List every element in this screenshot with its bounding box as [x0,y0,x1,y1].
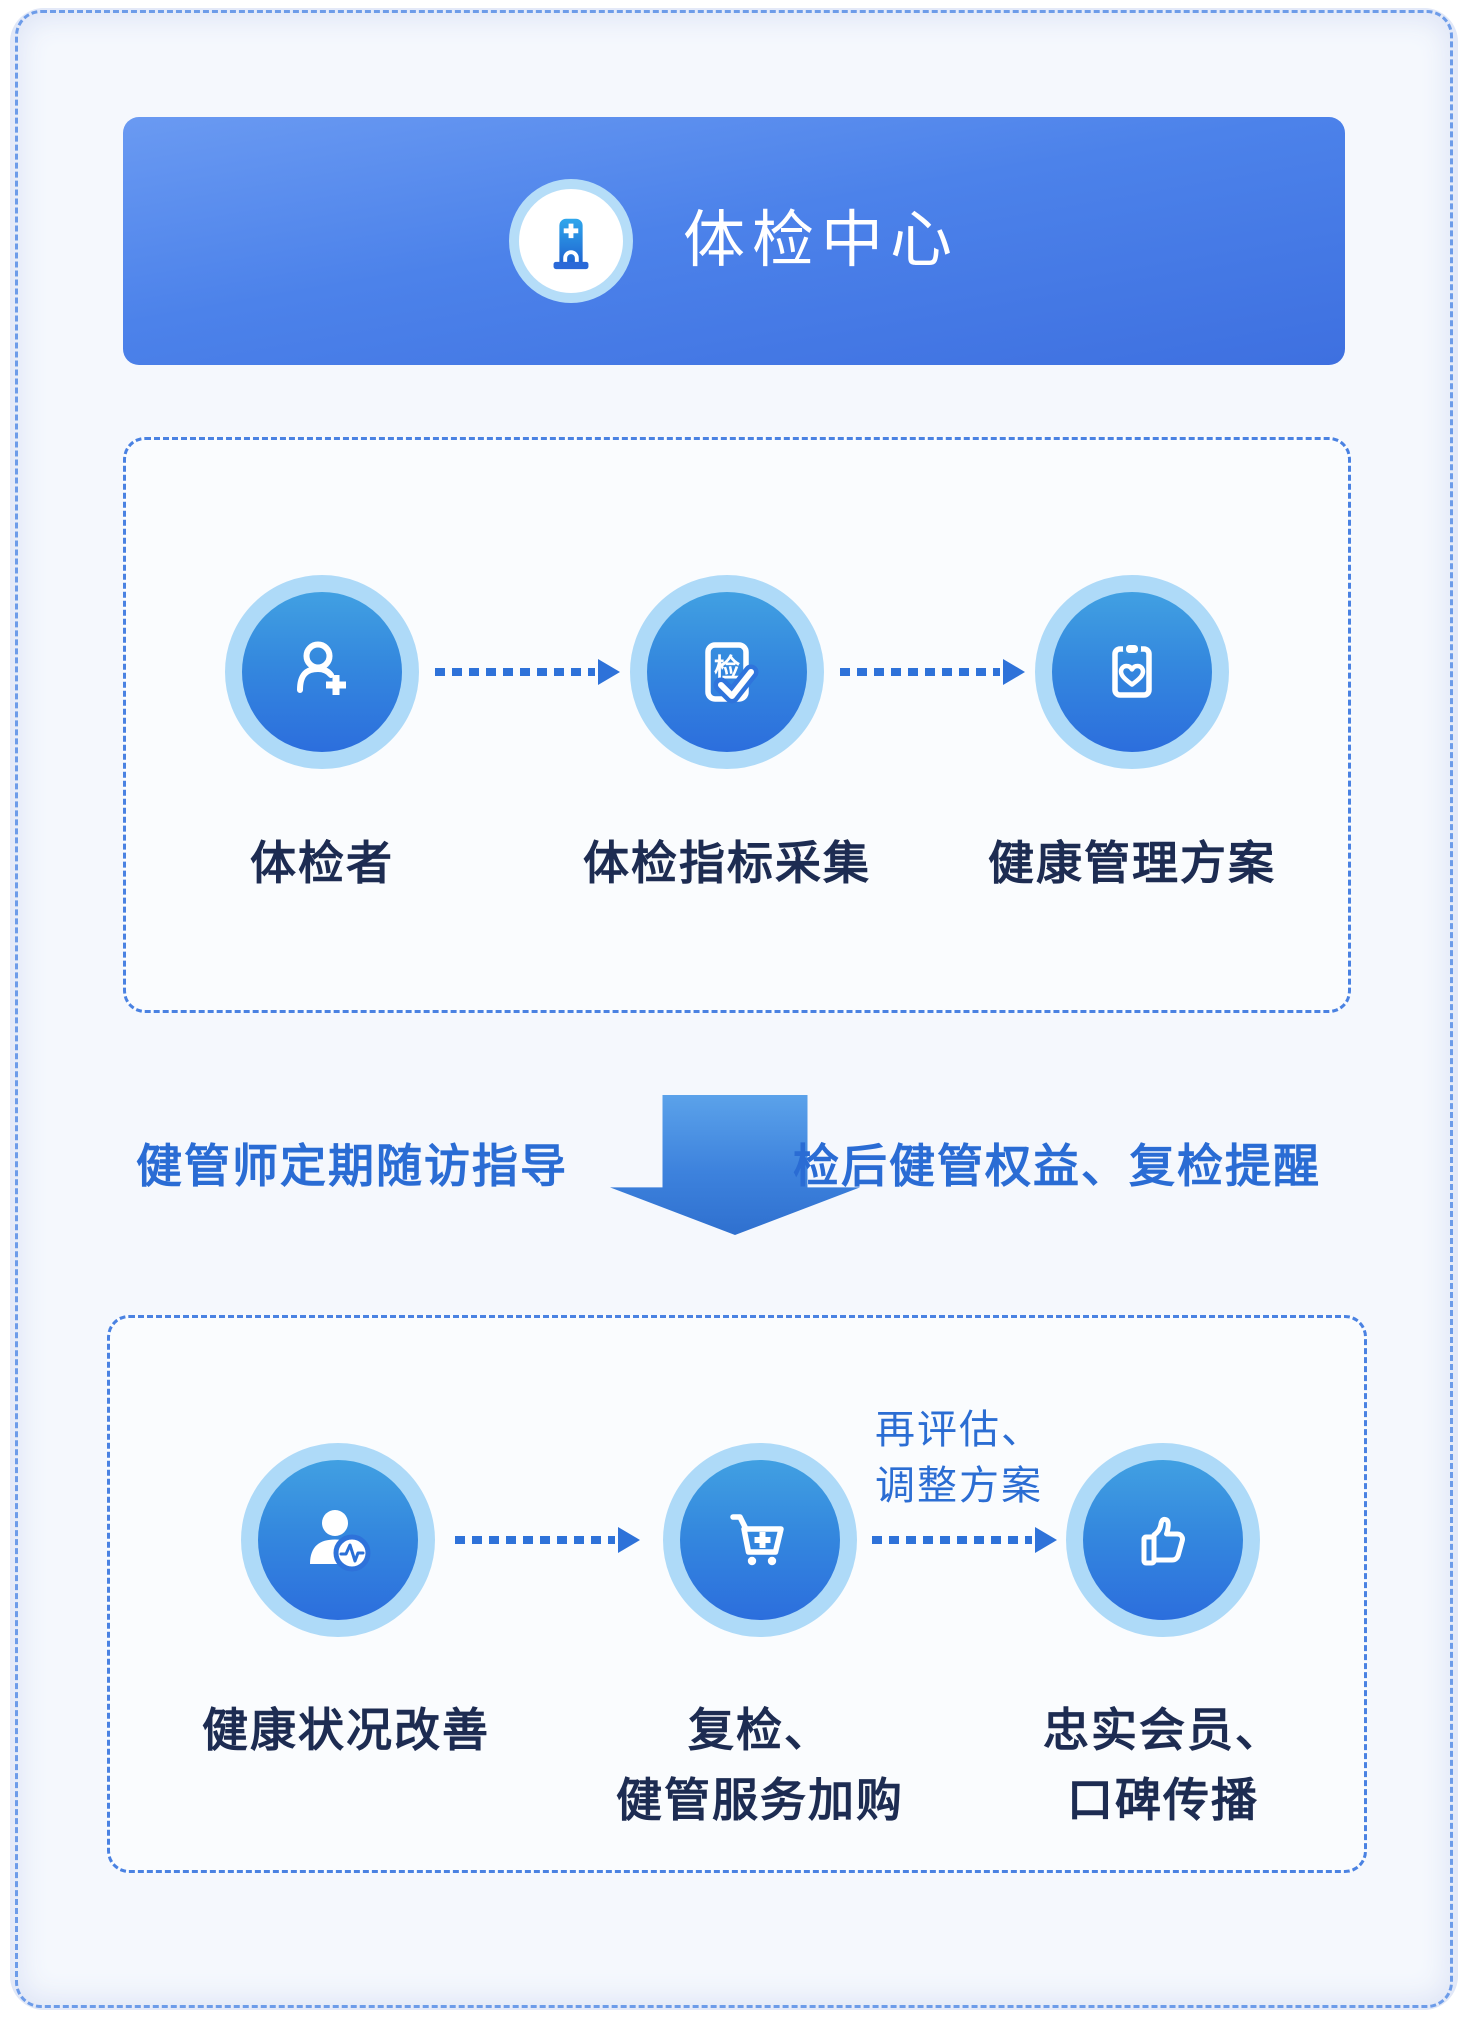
person-add-icon [297,641,346,695]
person-pulse-icon [310,1510,371,1572]
label-line: 健管服务加购 [616,1774,904,1826]
hospital-building-glyph [553,218,589,270]
arrow-head-icon [1003,659,1025,685]
label-health-plan: 健康管理方案 [988,837,1276,889]
node-exam-collect: 检 [630,575,824,769]
arrow-head-icon [598,659,620,685]
arrow-collect-to-plan [840,659,1025,685]
label-line: 忠实会员、 [1043,1704,1283,1756]
arrow-improve-to-recheck [455,1527,640,1553]
note-followup-guidance: 健管师定期随访指导 [136,1140,568,1192]
exam-check-icon: 检 [705,642,759,704]
label-health-improve: 健康状况改善 [146,1695,546,1765]
note-post-exam-rights: 检后健管权益、复检提醒 [793,1140,1321,1192]
node-recheck-purchase [663,1443,857,1637]
node-health-improve [241,1443,435,1637]
card-dashed-border [15,10,1453,2008]
arrow-head-icon [1035,1527,1057,1553]
thumbs-up-icon [1141,1516,1185,1566]
dashed-line [840,668,1000,676]
cart-plus-icon [730,1514,784,1566]
label-line: 复检、 [688,1704,832,1756]
label-recheck-purchase: 复检、 健管服务加购 [560,1695,960,1835]
page-title: 体检中心 [682,206,959,275]
arrow-recheck-to-member [872,1527,1057,1553]
reassess-note-line1: 再评估、 [875,1408,1043,1452]
dashed-line [872,1536,1032,1544]
hospital-icon [508,179,633,303]
label-line: 口碑传播 [1067,1774,1259,1826]
clipboard-heart-icon [1112,642,1152,698]
label-examinee: 体检者 [250,837,394,889]
label-exam-collect: 体检指标采集 [583,837,871,889]
reassess-note-line2: 调整方案 [875,1464,1043,1508]
node-health-plan [1035,575,1229,769]
label-loyal-member: 忠实会员、 口碑传播 [963,1695,1363,1835]
dashed-line [435,668,595,676]
arrow-head-icon [618,1527,640,1553]
header-banner: 体检中心 [123,117,1345,365]
arrow-examinee-to-collect [435,659,620,685]
dashed-line [455,1536,615,1544]
label-line: 健康状况改善 [202,1704,490,1756]
node-examinee [225,575,419,769]
reassess-note: 再评估、 调整方案 [875,1402,1135,1514]
